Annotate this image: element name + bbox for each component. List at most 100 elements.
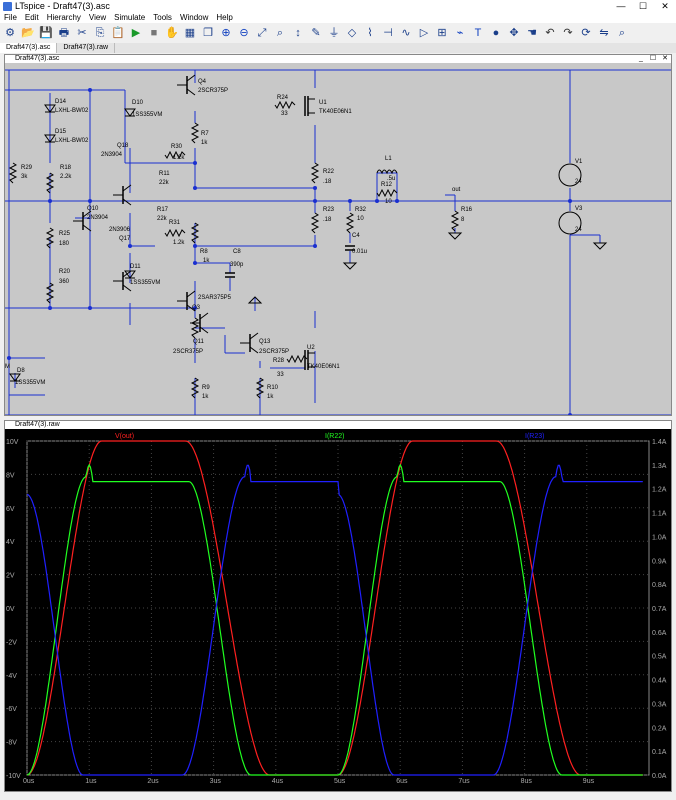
- drag-icon[interactable]: ☚: [527, 27, 537, 39]
- maximize-button[interactable]: ☐: [638, 1, 648, 11]
- left-tick-label: 10V: [6, 439, 19, 446]
- find-icon[interactable]: ⌕: [618, 27, 626, 39]
- schematic-label: R20: [59, 269, 71, 275]
- schematic-minimize-button[interactable]: _: [639, 55, 643, 62]
- right-tick-label: 1.2A: [652, 487, 667, 494]
- schematic-label: 1.2k: [173, 155, 185, 161]
- print-icon[interactable]: 🖶: [58, 27, 70, 39]
- stop-icon[interactable]: ■: [150, 27, 158, 39]
- schematic-label: R30: [171, 144, 183, 150]
- schematic-label: R32: [355, 207, 367, 213]
- menu-bar: File Edit Hierarchy View Simulate Tools Window…: [0, 12, 676, 23]
- app-icon: [3, 1, 12, 11]
- x-tick-label: 3us: [210, 778, 222, 785]
- schematic-label: 3k: [21, 174, 28, 180]
- schematic-drawing[interactable]: Q42SCR375PU1TK40E06N1R2433D14LXHL-BW02D1…: [5, 63, 671, 417]
- spice-directive-icon[interactable]: ●: [492, 27, 500, 39]
- schematic-label: 360: [59, 279, 70, 285]
- paste-icon[interactable]: 📋: [111, 27, 125, 39]
- right-tick-label: 0.9A: [652, 558, 667, 565]
- cascade-icon[interactable]: ❐: [203, 27, 213, 39]
- x-tick-label: 5us: [334, 778, 346, 785]
- trace-name[interactable]: I(R22): [325, 433, 344, 440]
- tab-waveform[interactable]: Draft47(3).raw: [57, 43, 116, 53]
- zoom-out-icon[interactable]: ⊖: [239, 27, 249, 39]
- schematic-maximize-button[interactable]: ☐: [649, 55, 657, 62]
- text-icon[interactable]: T: [474, 27, 482, 39]
- right-tick-label: 1.0A: [652, 534, 667, 541]
- component-icon[interactable]: ⊞: [437, 27, 447, 39]
- schematic-label: 1k: [201, 140, 208, 146]
- schematic-label: R25: [59, 231, 71, 237]
- menu-hierarchy[interactable]: Hierarchy: [46, 13, 81, 22]
- schematic-label: 2N3906: [109, 227, 131, 233]
- autorange-icon[interactable]: ↕: [295, 27, 301, 39]
- ground-icon[interactable]: ⏚: [328, 27, 340, 39]
- schematic-label: 180: [59, 241, 70, 247]
- copy-icon[interactable]: ⎘: [95, 27, 105, 39]
- wire-icon[interactable]: ✎: [311, 27, 321, 39]
- label-icon[interactable]: ◇: [347, 27, 357, 39]
- menu-tools[interactable]: Tools: [153, 13, 172, 22]
- x-tick-label: 7us: [458, 778, 470, 785]
- left-tick-label: 6V: [6, 506, 15, 513]
- menu-help[interactable]: Help: [216, 13, 233, 22]
- menu-window[interactable]: Window: [179, 13, 209, 22]
- menu-view[interactable]: View: [88, 13, 107, 22]
- schematic-label: V1: [575, 159, 583, 165]
- diode-icon[interactable]: ▷: [419, 27, 429, 39]
- schematic-label: 2SAR375P5: [198, 295, 232, 301]
- right-tick-label: 1.1A: [652, 511, 667, 518]
- schematic-label: R10: [267, 385, 279, 391]
- halt-icon[interactable]: ✋: [165, 27, 179, 39]
- open-folder-icon[interactable]: 📂: [21, 27, 35, 39]
- menu-edit[interactable]: Edit: [24, 13, 39, 22]
- schematic-label: .18: [323, 217, 332, 223]
- close-button[interactable]: ✕: [661, 1, 669, 11]
- schematic-label: 8: [461, 217, 465, 223]
- minimize-button[interactable]: —: [616, 1, 626, 11]
- schematic-label: R29: [21, 165, 33, 171]
- redo-icon[interactable]: ↷: [563, 27, 573, 39]
- mirror-icon[interactable]: ⇋: [599, 27, 609, 39]
- rotate-icon[interactable]: ⟳: [581, 27, 591, 39]
- schematic-label: R23: [323, 207, 335, 213]
- menu-simulate[interactable]: Simulate: [114, 13, 146, 22]
- tile-icon[interactable]: ▦: [184, 27, 196, 39]
- schematic-label: 1k: [267, 394, 274, 400]
- tab-schematic[interactable]: Draft47(3).asc: [0, 43, 58, 53]
- schematic-close-button[interactable]: ✕: [662, 55, 668, 62]
- trace-ir23[interactable]: [26, 464, 643, 776]
- resistor-icon[interactable]: ⌇: [367, 27, 373, 39]
- schematic-label: 2SCR375P: [259, 349, 289, 355]
- trace-ir22[interactable]: [26, 463, 643, 776]
- schematic-label: U2: [307, 345, 315, 351]
- run-icon[interactable]: ▶: [131, 27, 141, 39]
- schematic-label: Q3: [192, 305, 201, 311]
- gear-icon[interactable]: ⚙: [5, 27, 15, 39]
- capacitor-icon[interactable]: ⊣: [383, 27, 393, 39]
- save-icon[interactable]: 💾: [39, 27, 53, 39]
- zoom-in-icon[interactable]: ⊕: [221, 27, 231, 39]
- trace-name[interactable]: V(out): [115, 433, 134, 440]
- zoom-area-icon[interactable]: ⌕: [276, 27, 284, 39]
- inductor-icon[interactable]: ∿: [401, 27, 411, 39]
- cut-icon[interactable]: ✂: [77, 27, 87, 39]
- schematic-label: D11: [130, 264, 141, 270]
- schematic-label: 24: [575, 179, 582, 185]
- undo-icon[interactable]: ↶: [545, 27, 555, 39]
- schematic-label: Q17: [119, 236, 131, 242]
- trace-name[interactable]: I(R23): [525, 433, 544, 440]
- schematic-label: Q13: [259, 339, 271, 345]
- schematic-window-title: Draft47(3).asc: [15, 55, 60, 62]
- zoom-fit-icon[interactable]: ⤢: [257, 27, 267, 39]
- schematic-label: 390p: [230, 262, 244, 268]
- move-icon[interactable]: ✥: [509, 27, 519, 39]
- net-icon[interactable]: ⌁: [456, 27, 464, 39]
- menu-file[interactable]: File: [4, 13, 17, 22]
